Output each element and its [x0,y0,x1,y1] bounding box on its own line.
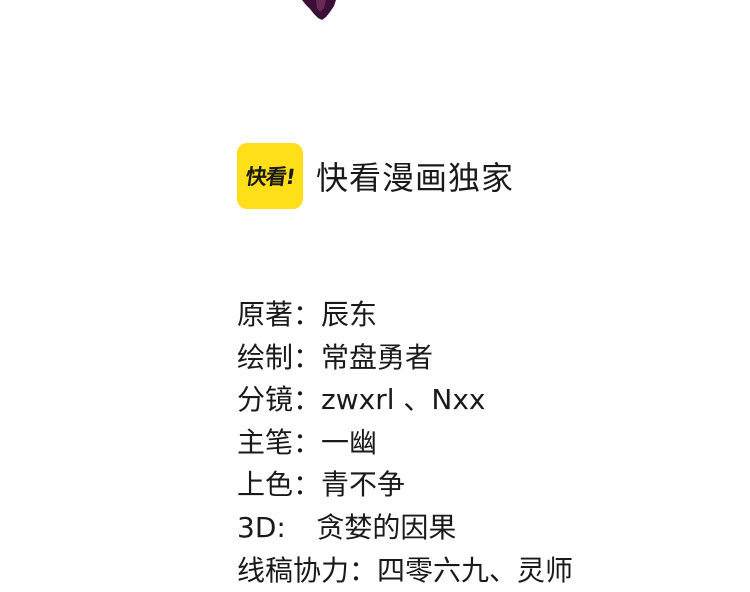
credit-row: 主笔：一幽 [237,422,737,465]
kuaikan-logo-icon: 快看! [237,143,303,209]
credit-role: 线稿协力 [237,553,350,587]
logo-text: 快看! [243,165,296,189]
credit-name: 四零六九、灵师 [377,553,574,587]
credit-name: 常盘勇者 [321,340,434,374]
top-artwork-fragment [302,0,336,20]
credit-separator: ： [293,340,322,374]
credit-separator: ： [293,468,322,502]
brand-title: 快看漫画独家 [316,159,515,197]
credit-row: 3D: 贪婪的因果 [237,507,737,550]
credit-role: 主笔 [237,425,294,459]
credit-name: 青不争 [321,468,406,502]
credit-separator: ： [293,425,322,459]
credit-name: 辰东 [321,298,378,331]
credit-separator: : [276,510,286,544]
credit-role: 3D [237,510,277,544]
credit-row: 上色：青不争 [237,464,737,507]
credit-role: 绘制 [237,340,294,374]
credit-role: 上色 [237,468,294,502]
credit-row: 绘制：常盘勇者 [237,337,737,380]
credit-separator: ： [293,298,322,331]
credits-list: 原著：辰东 绘制：常盘勇者 分镜：zwxrl 、Nxx 主笔：一幽 上色：青不争… [237,294,737,592]
credit-name: zwxrl 、Nxx [321,383,486,417]
credit-row: 分镜：zwxrl 、Nxx [237,379,737,422]
credit-row: 原著：辰东 [237,294,737,337]
credit-name: 一幽 [321,425,378,459]
credit-role: 分镜 [237,383,294,417]
brand-header: 快看! 快看漫画独家 [237,143,514,209]
credit-separator: ： [293,383,322,417]
credit-separator: ： [349,553,378,587]
credit-row: 线稿协力：四零六九、灵师 [237,550,737,592]
credit-name: 贪婪的因果 [316,510,457,544]
credit-role: 原著 [237,298,294,331]
